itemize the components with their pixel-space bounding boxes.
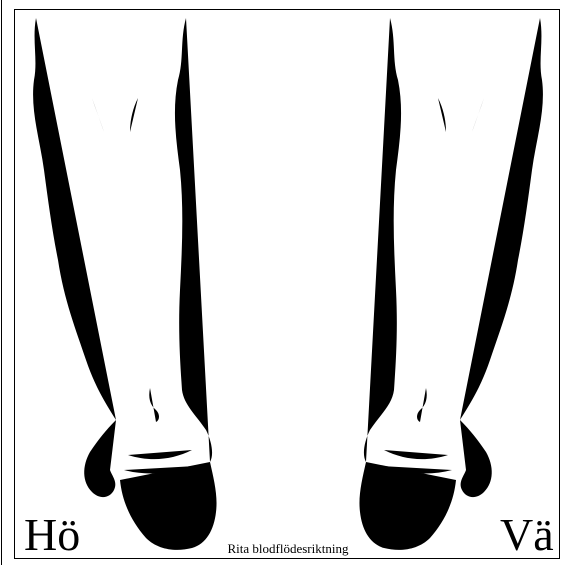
caption-text: Rita blodflödesriktning [0,541,576,557]
right-forearm [33,18,216,550]
left-forearm [359,18,542,550]
